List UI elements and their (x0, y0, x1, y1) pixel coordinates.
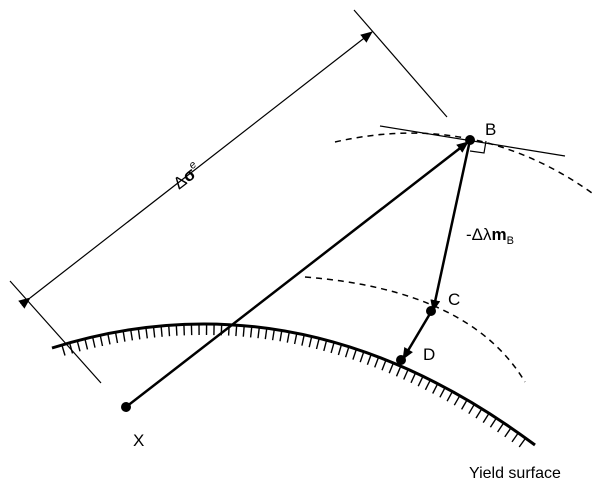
plastic-corrector-prefix: -Δλ (466, 225, 492, 244)
elastic-predictor-arrow (125, 141, 469, 408)
hatch-tick (107, 333, 111, 345)
intermediate-surface-curve (304, 276, 526, 383)
hatch-tick (293, 333, 298, 345)
hatch-tick (432, 383, 439, 394)
hatch-tick (152, 326, 156, 338)
hatch-tick (145, 327, 148, 339)
hatch-tick (264, 328, 268, 340)
hatch-tick (518, 437, 527, 448)
hatch-tick (439, 387, 446, 398)
point-D (396, 355, 406, 365)
dimension-extension-bottom (9, 280, 102, 384)
hatch-tick (301, 334, 305, 346)
hatch-tick (417, 375, 424, 387)
hatch-tick (475, 408, 483, 419)
yield-surface-hatching (61, 323, 527, 448)
trial-surface-curve (334, 132, 593, 194)
hatch-tick (388, 362, 395, 374)
hatch-tick (323, 340, 328, 352)
hatch-tick (168, 325, 171, 337)
return-arrow-C-to-D (401, 311, 433, 360)
dimension-extension-top (353, 9, 448, 118)
hatch-tick (482, 412, 490, 423)
plastic-corrector-m: m (492, 225, 507, 244)
label-X: X (133, 431, 144, 450)
hatch-tick (497, 422, 505, 433)
hatch-tick (308, 336, 313, 348)
label-C: C (448, 290, 460, 309)
right-angle-marker (469, 140, 487, 154)
hatch-tick (374, 356, 380, 368)
hatch-tick (249, 326, 253, 338)
hatch-tick (489, 417, 497, 428)
hatch-tick (279, 330, 283, 342)
hatch-tick (76, 340, 81, 352)
hatch-tick (242, 325, 245, 337)
hatch-tick (352, 348, 358, 360)
hatch-tick (315, 338, 320, 350)
label-D: D (423, 345, 435, 364)
point-C (426, 306, 436, 316)
hatch-tick (344, 346, 350, 358)
hatch-tick (403, 369, 409, 380)
hatch-tick (359, 351, 365, 363)
hatch-tick (99, 335, 104, 347)
dimension-line (18, 31, 373, 309)
point-X (121, 402, 131, 412)
hatch-tick (511, 432, 519, 443)
yield-surface-curve (51, 322, 536, 447)
hatch-tick (122, 330, 126, 342)
hatch-tick (381, 359, 387, 371)
hatch-tick (114, 331, 119, 344)
hatch-tick (68, 342, 74, 354)
plastic-corrector-arrow (430, 139, 472, 312)
hatch-tick (130, 329, 134, 341)
hatch-tick (468, 403, 476, 415)
plastic-corrector-subscript: B (507, 235, 514, 247)
hatch-tick (504, 427, 512, 438)
hatch-tick (91, 336, 96, 348)
hatch-tick (446, 391, 454, 402)
hatch-tick (286, 331, 290, 343)
hatch-tick (330, 342, 335, 354)
hatch-tick (453, 395, 461, 406)
point-B (465, 135, 475, 145)
hatch-tick (460, 399, 468, 410)
hatch-tick (271, 329, 275, 341)
hatch-tick (84, 338, 89, 350)
hatch-tick (395, 365, 402, 377)
hatch-tick (235, 325, 238, 337)
hatch-tick (424, 379, 432, 391)
hatch-tick (410, 372, 417, 384)
hatch-tick (257, 327, 260, 339)
hatch-tick (160, 325, 163, 337)
hatch-tick (366, 354, 372, 365)
yield-surface-label: Yield surface (469, 465, 561, 482)
hatch-tick (61, 344, 66, 356)
hatch-tick (337, 344, 343, 356)
hatch-tick (137, 328, 141, 340)
label-B: B (485, 120, 496, 139)
hatch-tick (175, 324, 178, 336)
plastic-corrector-label: -ΔλmB (466, 225, 514, 247)
elastic-increment-label: Δσe (169, 159, 205, 193)
